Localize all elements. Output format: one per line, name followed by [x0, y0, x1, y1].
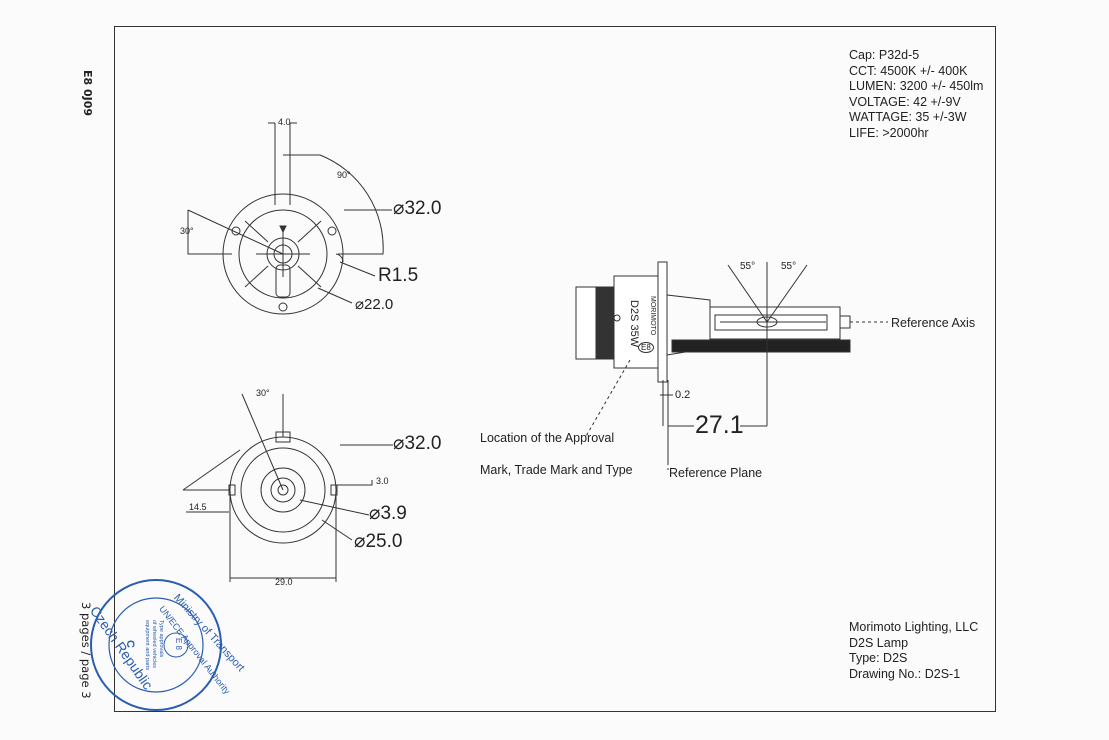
approval-location-note: Location of the Approval	[480, 431, 615, 445]
stamp-desc-2: of wheeled vehicles	[151, 620, 157, 669]
top-inner-circle	[238, 209, 328, 299]
title-drawing-no: Drawing No.: D2S-1	[849, 666, 961, 681]
drawing-frame	[114, 26, 996, 712]
brand-marking: MORIMOTO	[649, 296, 656, 336]
stamp-desc-1: Type approvals	[158, 620, 164, 658]
lamp-e-mark: E8	[638, 342, 654, 353]
top-cap-view	[187, 122, 392, 315]
spec-life: LIFE: >2000hr	[849, 125, 929, 140]
spec-block: Cap: P32d-5 CCT: 4500K +/- 400K LUMEN: 3…	[849, 48, 983, 142]
spec-wattage: WATTAGE: 35 +/-3W	[849, 110, 967, 125]
top-angle-30: 30°	[180, 226, 194, 236]
bottom-dia-outer: ⌀32.0	[393, 433, 442, 454]
bottom-dim-3: 3.0	[376, 476, 389, 486]
side-angle-left: 55°	[740, 261, 756, 272]
reference-plane-label: Reference Plane	[669, 466, 763, 480]
top-angle-90: 90°	[337, 170, 351, 180]
side-dim-02: 0.2	[675, 389, 691, 401]
stamp-e-mark: E 8	[174, 638, 183, 651]
title-block: Morimoto Lighting, LLC D2S Lamp Type: D2…	[849, 620, 978, 682]
spec-cap: Cap: P32d-5	[849, 48, 920, 62]
side-dim-271: 27.1	[695, 411, 744, 439]
approval-stamp	[90, 579, 222, 711]
bottom-dim-14: 14.5	[189, 502, 207, 512]
approval-mark-note: Mark, Trade Mark and Type	[480, 463, 633, 477]
lamp-side-view	[575, 261, 888, 470]
spec-lumen: LUMEN: 3200 +/- 450lm	[849, 79, 984, 94]
top-dia-inner: ⌀22.0	[355, 296, 394, 313]
stamp-desc: Type approvals of wheeled vehicles equip…	[143, 620, 164, 670]
stamp-desc-3: equipment and parts	[144, 620, 150, 671]
lamp-marking: D2S 35W	[628, 300, 640, 348]
bottom-dia-mid: ⌀25.0	[354, 531, 403, 552]
side-angle-right: 55°	[781, 261, 797, 272]
bottom-angle-30: 30°	[256, 388, 270, 398]
top-dia-outer: ⌀32.0	[393, 198, 442, 219]
title-company: Morimoto Lighting, LLC	[849, 620, 979, 634]
top-radius: R1.5	[378, 265, 419, 286]
bottom-dim-29: 29.0	[275, 577, 293, 587]
title-product: D2S Lamp	[849, 635, 909, 650]
bottom-dia-small: ⌀3.9	[369, 503, 407, 524]
spec-voltage: VOLTAGE: 42 +/-9V	[849, 94, 961, 109]
title-type: Type: D2S	[849, 651, 908, 666]
spec-cct: CCT: 4500K +/- 400K	[849, 63, 968, 78]
bottom-cap-view	[182, 393, 393, 582]
stamp-letter: C	[124, 640, 136, 648]
top-dim-width: 4.0	[278, 117, 291, 127]
reference-axis-label: Reference Axis	[891, 316, 976, 330]
